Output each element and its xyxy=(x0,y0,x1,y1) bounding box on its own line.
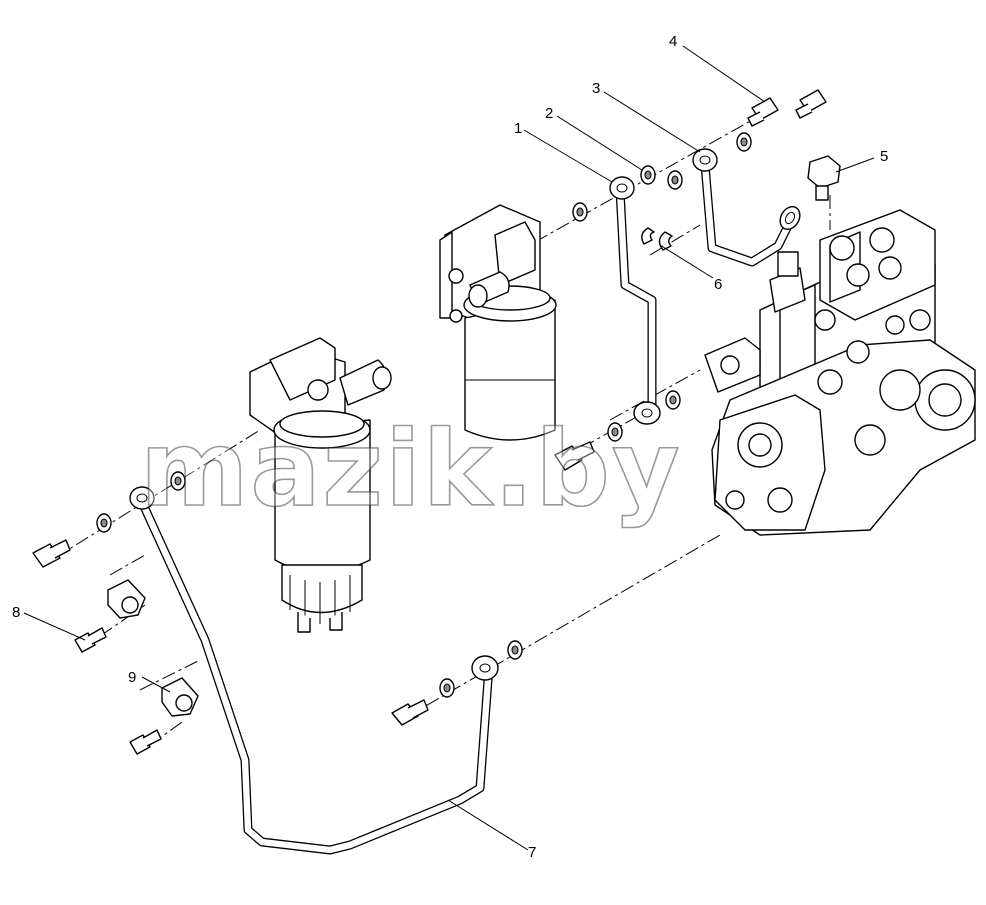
callout-labels: 1 2 3 4 5 6 7 8 9 xyxy=(12,33,888,861)
banjo-bolts xyxy=(32,89,841,726)
banjo-bolt-return xyxy=(391,699,429,726)
banjo-bolt-4b xyxy=(795,89,827,119)
pipe-clamp-8 xyxy=(74,579,146,653)
fuel-pipe-1 xyxy=(609,176,661,425)
banjo-bolt-5 xyxy=(807,155,841,201)
sealing-washers xyxy=(96,132,752,698)
pipe-clip-6 xyxy=(641,227,673,251)
callout-9: 9 xyxy=(128,669,136,686)
leader-lines xyxy=(23,45,875,851)
callout-2: 2 xyxy=(545,105,553,122)
pipe-clamp-9 xyxy=(129,677,199,755)
callout-1: 1 xyxy=(514,120,522,137)
fuel-filter-front xyxy=(249,337,392,633)
callout-3: 3 xyxy=(592,80,600,97)
banjo-bolt-pump xyxy=(554,441,595,471)
callout-8: 8 xyxy=(12,604,20,621)
callout-6: 6 xyxy=(714,276,722,293)
callout-4: 4 xyxy=(669,33,677,50)
callout-7: 7 xyxy=(528,844,536,861)
callout-5: 5 xyxy=(880,148,888,165)
fuel-injection-pump xyxy=(704,209,976,536)
watermark: mazik.by xyxy=(140,408,682,530)
fuel-pipe-7 xyxy=(129,486,499,855)
fuel-filter-rear xyxy=(439,204,557,441)
banjo-bolt-4a xyxy=(747,97,779,127)
banjo-bolt-filter xyxy=(32,539,71,568)
fuel-pipe-3 xyxy=(692,148,801,267)
